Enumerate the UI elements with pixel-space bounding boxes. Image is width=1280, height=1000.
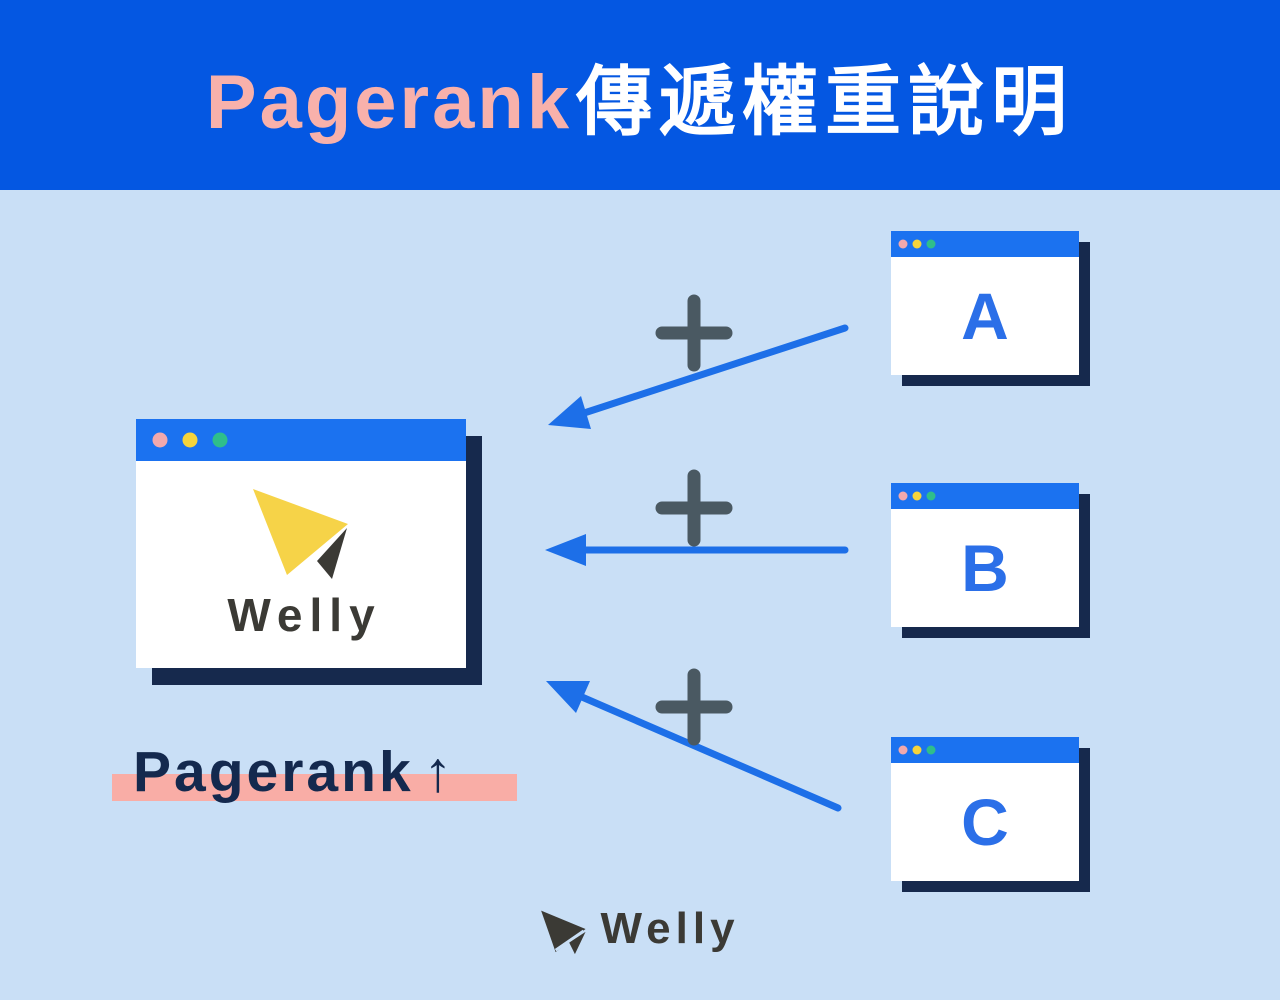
traffic-light-red-icon [898,239,908,249]
page-window-b: B [891,483,1079,627]
page-title-pagerank: Pagerank [205,60,573,145]
footer-logo-fold-line [554,929,585,952]
welly-logo-icon [253,488,348,579]
page-letter-c: C [961,785,1009,859]
traffic-light-yellow-icon [912,745,922,755]
main-window-titlebar [136,419,466,461]
page-window-c: C [891,737,1079,881]
traffic-light-red-icon [898,745,908,755]
plus-icon-a [655,294,733,372]
window-a-content: A [891,257,1079,375]
page-letter-b: B [961,531,1009,605]
link-arrow-a-line [574,324,849,419]
window-c-titlebar [891,737,1079,763]
main-browser-window: Welly [136,419,466,668]
traffic-light-dots [898,745,936,755]
traffic-light-green-icon [926,239,936,249]
header-banner: Pagerank傳遞權重說明 [0,0,1280,190]
traffic-light-yellow-icon [912,239,922,249]
footer-brand: Welly [532,903,739,955]
plus-icon-b [655,469,733,547]
window-c-content: C [891,763,1079,881]
traffic-light-dots [898,491,936,501]
plus-icon-c [655,668,733,746]
up-arrow-icon: ↑ [423,740,453,804]
welly-logo-tail [317,527,347,579]
window-a-titlebar [891,231,1079,257]
window-b-content: B [891,509,1079,627]
window-b-titlebar [891,483,1079,509]
traffic-light-green-icon [212,432,228,448]
page-title-chinese: 傳遞權重說明 [576,60,1075,145]
main-window-content: Welly [136,461,466,668]
footer-logo-wing [541,910,586,953]
page-letter-a: A [961,279,1009,353]
link-arrow-c-line [571,690,842,812]
caption-label: Pagerank [133,740,414,804]
link-arrow-b-head [545,534,586,566]
traffic-light-yellow-icon [182,432,198,448]
traffic-light-green-icon [926,745,936,755]
traffic-light-yellow-icon [912,491,922,501]
footer-welly-logo-icon [541,910,586,955]
traffic-light-red-icon [898,491,908,501]
main-window-brand-name: Welly [227,588,382,641]
traffic-light-dots [898,239,936,249]
welly-logo-wing [253,488,348,575]
page-title: Pagerank傳遞權重說明 [206,40,1074,150]
traffic-light-green-icon [926,491,936,501]
pagerank-caption: Pagerank ↑ [112,742,517,802]
link-arrow-c-head [546,681,590,713]
caption-highlight-bar [112,774,517,801]
footer-brand-name: Welly [600,904,740,953]
page-window-a: A [891,231,1079,375]
caption-text: Pagerank ↑ [112,742,517,802]
traffic-light-dots [152,432,228,448]
link-arrow-a-head [548,396,591,429]
footer-logo-tail [569,931,586,955]
traffic-light-red-icon [152,432,168,448]
